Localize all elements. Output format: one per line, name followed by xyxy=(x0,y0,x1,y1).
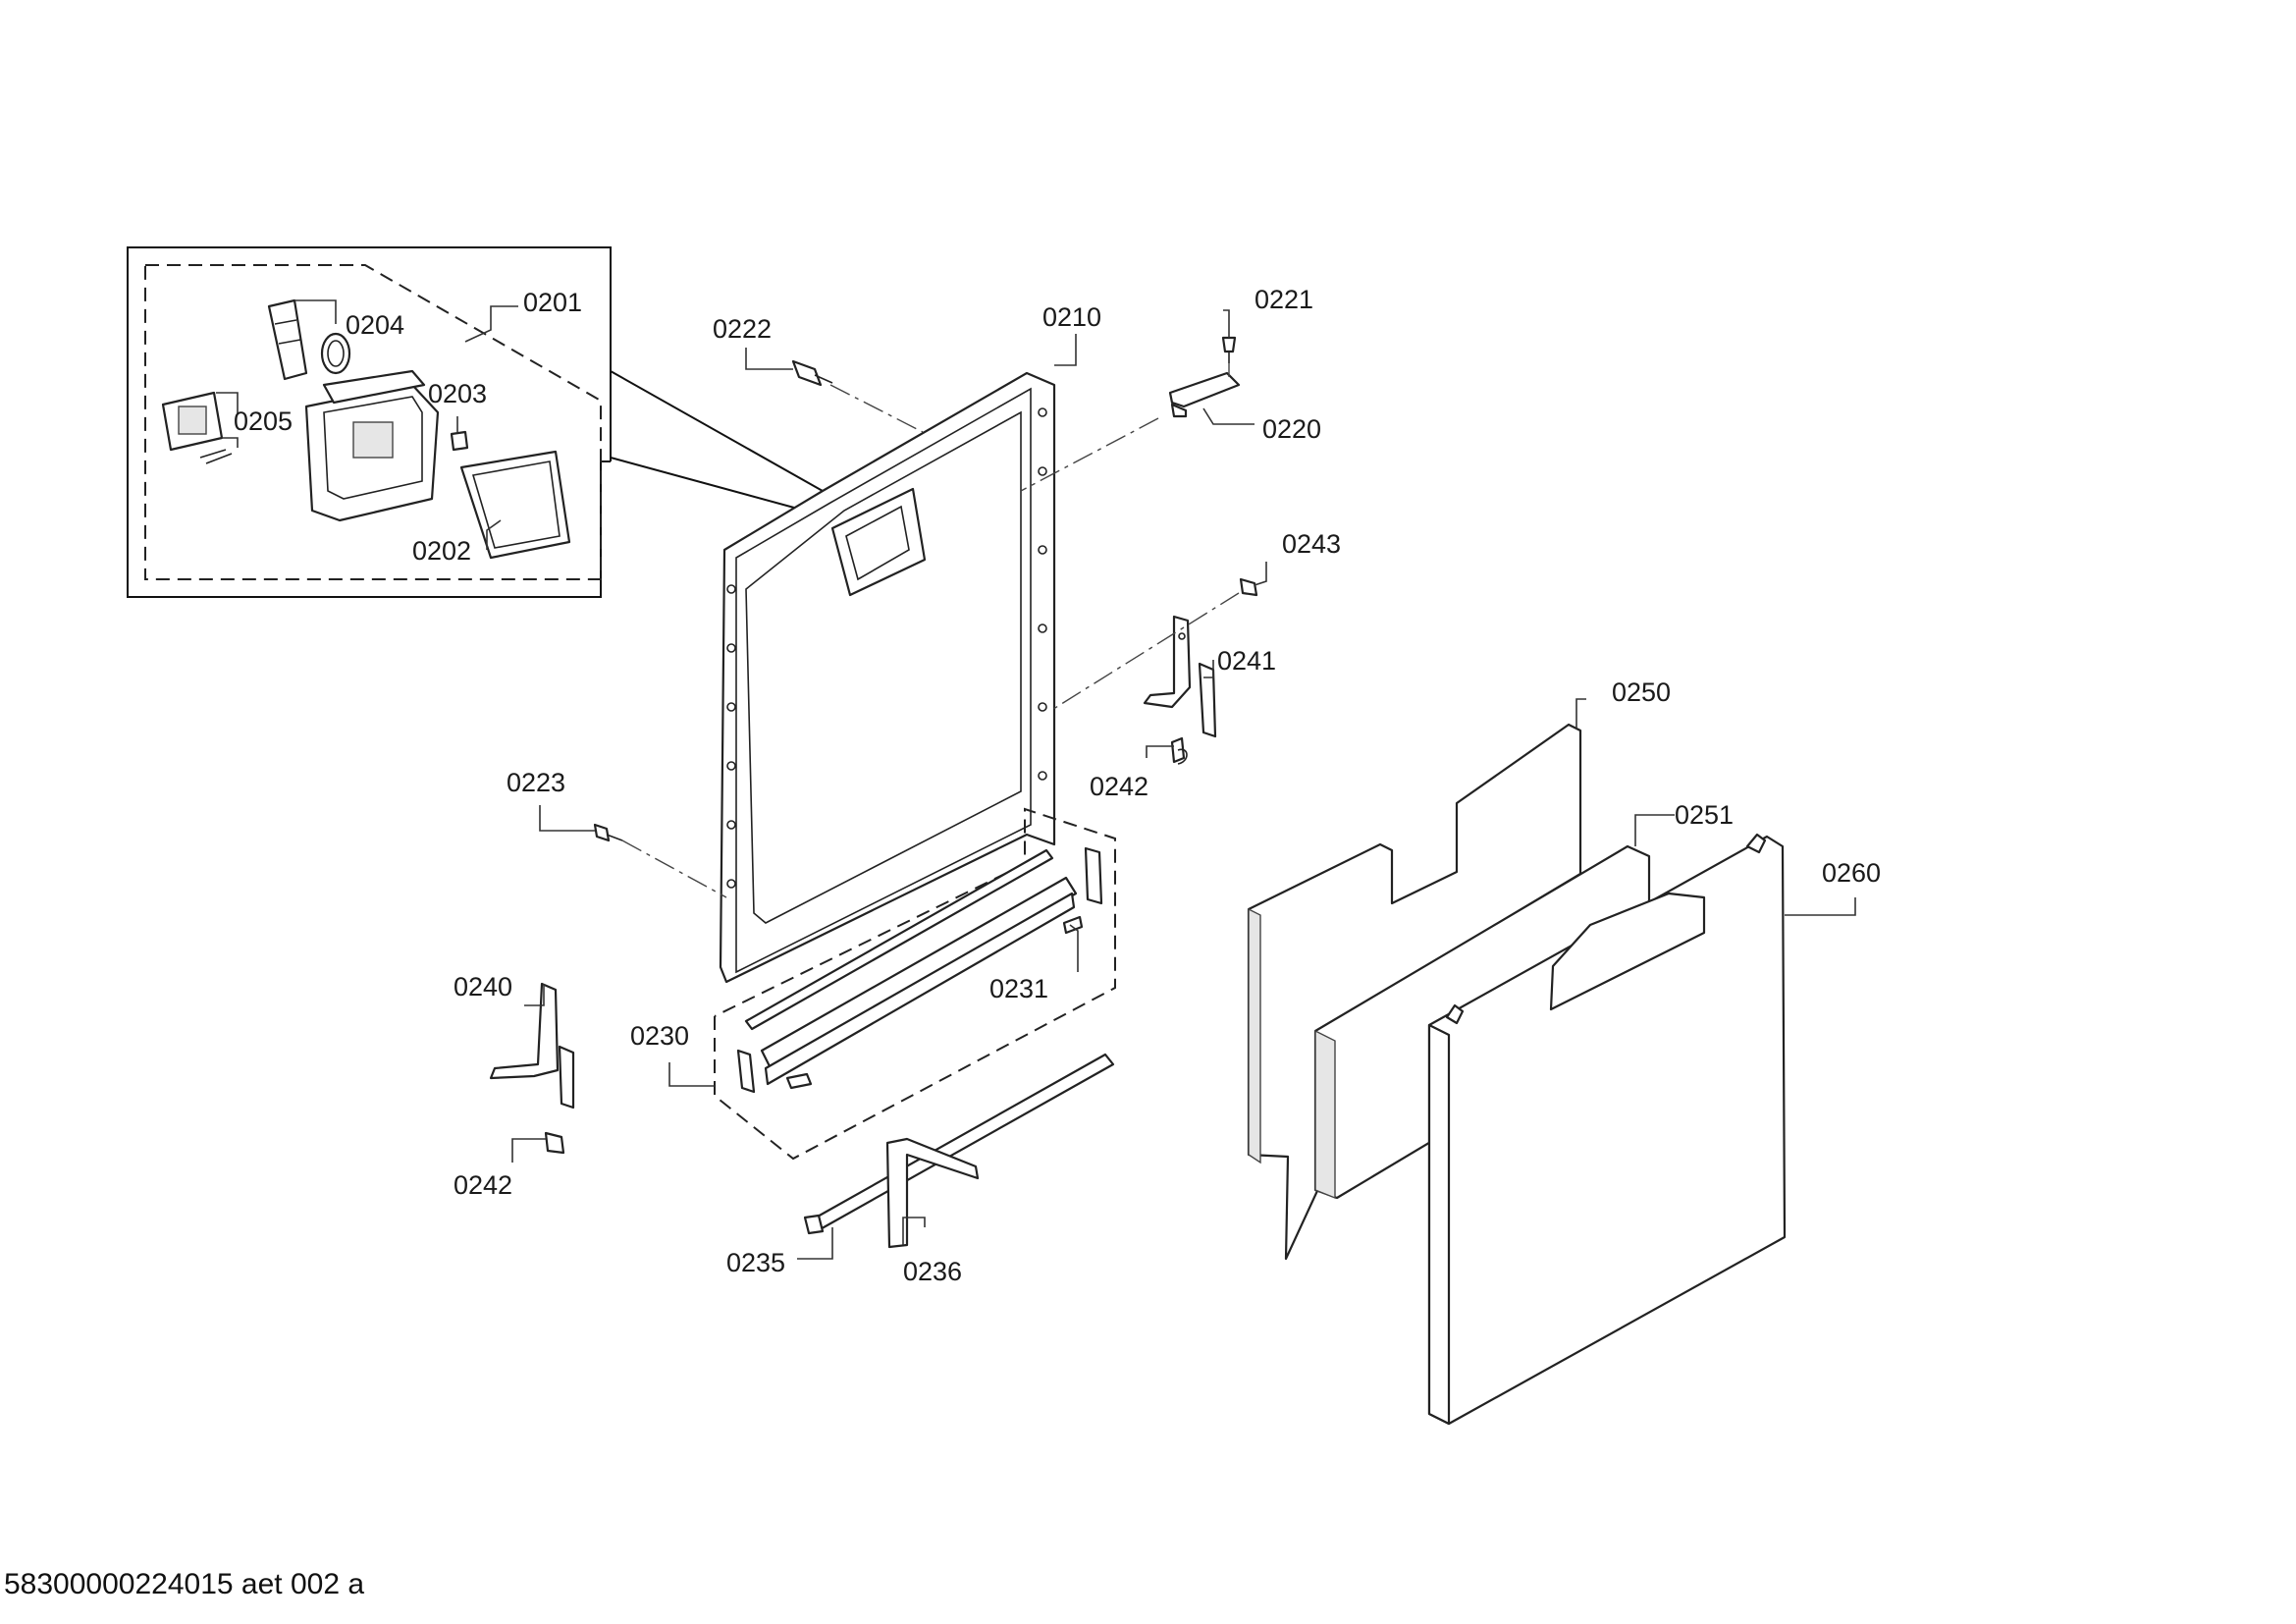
label-0230: 0230 xyxy=(630,1021,689,1051)
label-0251: 0251 xyxy=(1675,800,1734,830)
label-0250: 0250 xyxy=(1612,677,1671,707)
label-0240: 0240 xyxy=(454,972,512,1001)
cable-channel-group xyxy=(714,807,1116,1161)
label-0205: 0205 xyxy=(234,406,293,436)
label-0242-right: 0242 xyxy=(1090,772,1148,801)
label-0231: 0231 xyxy=(989,974,1048,1003)
label-0222: 0222 xyxy=(713,314,772,344)
label-0260: 0260 xyxy=(1822,858,1881,888)
inner-door-panel xyxy=(719,371,1056,984)
assembly-lines xyxy=(621,363,1240,898)
screw-0222 xyxy=(791,359,833,387)
water-guide-rail xyxy=(803,1053,1115,1235)
label-0241: 0241 xyxy=(1217,646,1276,676)
rail-bracket xyxy=(885,1137,980,1249)
rinse-aid-cap xyxy=(267,298,308,381)
screw-0221 xyxy=(1221,336,1237,363)
screw-0243 xyxy=(1239,577,1258,597)
label-0220: 0220 xyxy=(1262,414,1321,444)
label-0201: 0201 xyxy=(523,288,582,317)
label-0223: 0223 xyxy=(507,768,565,797)
label-0203: 0203 xyxy=(428,379,487,408)
label-0243: 0243 xyxy=(1282,529,1341,559)
seal-ring xyxy=(320,332,351,375)
door-lock xyxy=(1168,371,1241,418)
spring-clip-left xyxy=(544,1131,565,1155)
front-door-panel-0260 xyxy=(1427,833,1787,1426)
label-0204: 0204 xyxy=(346,310,404,340)
label-0235: 0235 xyxy=(726,1248,785,1277)
hinge-left xyxy=(489,982,575,1110)
leader-lines xyxy=(216,299,1856,1260)
label-0236: 0236 xyxy=(903,1257,962,1286)
label-0221: 0221 xyxy=(1255,285,1313,314)
hinge-right xyxy=(1143,615,1217,738)
label-0210: 0210 xyxy=(1042,302,1101,332)
nut xyxy=(450,430,469,452)
detail-inset xyxy=(127,246,824,598)
spring-clip-right xyxy=(1170,736,1188,765)
drawing-code: 58300000224015 aet 002 a xyxy=(4,1568,365,1600)
part-labels: 0201 0204 0203 0205 0202 0210 0221 0222 … xyxy=(234,285,1881,1286)
dispenser-seal xyxy=(459,450,571,560)
dispenser-housing xyxy=(304,369,440,522)
label-0242-left: 0242 xyxy=(454,1170,512,1200)
dispenser-lid xyxy=(161,391,233,464)
label-0202: 0202 xyxy=(412,536,471,566)
screw-0223 xyxy=(593,823,623,842)
